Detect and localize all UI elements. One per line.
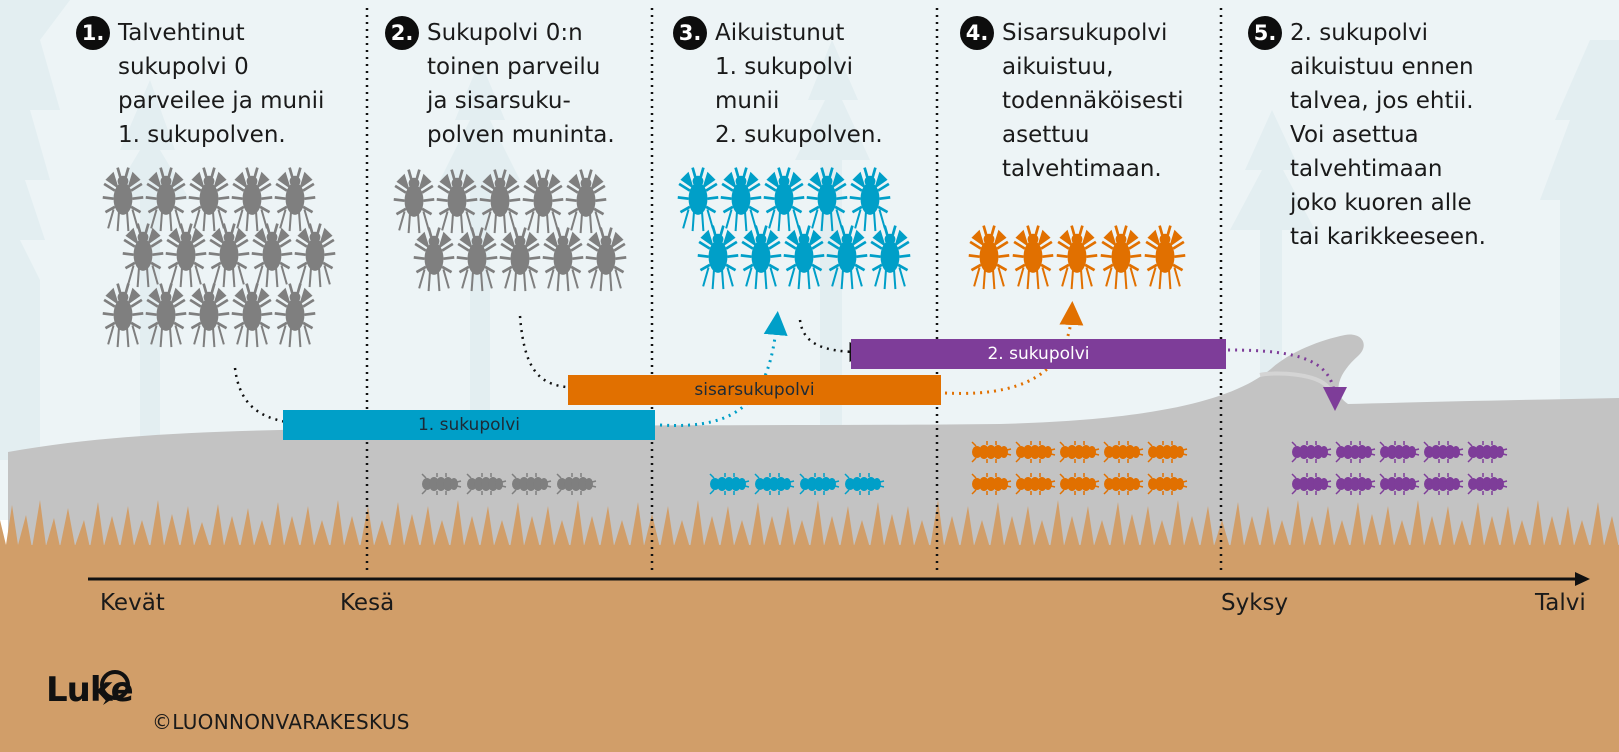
arrow-sister-adult: [944, 301, 1084, 395]
luke-logo-text: Luke: [46, 670, 134, 710]
step-1: 1. Talvehtinut sukupolvi 0 parveilee ja …: [76, 16, 324, 152]
step-1-text: Talvehtinut sukupolvi 0 parveilee ja mun…: [118, 20, 325, 148]
generation-bar-1-label: 1. sukupolvi: [417, 415, 521, 435]
luke-logo: Luke: [46, 670, 134, 710]
season-spring: Kevät: [100, 590, 165, 616]
step-3: 3. Aikuistunut 1. sukupolvi munii 2. suk…: [673, 16, 883, 152]
tree-bark: [8, 334, 1619, 560]
step-3-text: Aikuistunut 1. sukupolvi munii 2. sukupo…: [715, 20, 883, 148]
luke-logo-icon: [100, 670, 130, 705]
step-1-number: 1.: [76, 16, 110, 50]
generation-bar-2-label: 2. sukupolvi: [987, 344, 1090, 364]
copyright-notice: ©LUONNONVARAKESKUS: [152, 710, 410, 734]
step-2-text: Sukupolvi 0:n toinen parveilu ja sisarsu…: [427, 20, 615, 148]
step-5-text: 2. sukupolvi aikuistuu ennen talvea, jos…: [1290, 20, 1486, 250]
generation-bar-2: 2. sukupolvi: [851, 339, 1226, 369]
step-2-number: 2.: [385, 16, 419, 50]
season-summer: Kesä: [340, 590, 395, 616]
step-3-number: 3.: [673, 16, 707, 50]
generation-bar-sister-label: sisarsukupolvi: [694, 380, 815, 400]
arrow-gen1-to-gen2: [798, 319, 870, 362]
step-2: 2. Sukupolvi 0:n toinen parveilu ja sisa…: [385, 16, 615, 152]
step-5: 5. 2. sukupolvi aikuistuu ennen talvea, …: [1248, 16, 1486, 254]
timeline-arrowhead: [1575, 572, 1590, 586]
step-5-number: 5.: [1248, 16, 1282, 50]
generation-bar-sister: sisarsukupolvi: [568, 375, 941, 405]
step-4-text: Sisarsukupolvi aikuistuu, todennäköisest…: [1002, 20, 1184, 182]
arrow-gen1-adult: [659, 311, 788, 428]
season-winter: Talvi: [1535, 590, 1586, 616]
step-4: 4. Sisarsukupolvi aikuistuu, todennäköis…: [960, 16, 1184, 186]
generation-bar-1: 1. sukupolvi: [283, 410, 655, 440]
season-autumn: Syksy: [1221, 590, 1289, 616]
arrow-gen0-to-sister: [518, 315, 593, 398]
step-4-number: 4.: [960, 16, 994, 50]
grass: [0, 500, 1619, 560]
